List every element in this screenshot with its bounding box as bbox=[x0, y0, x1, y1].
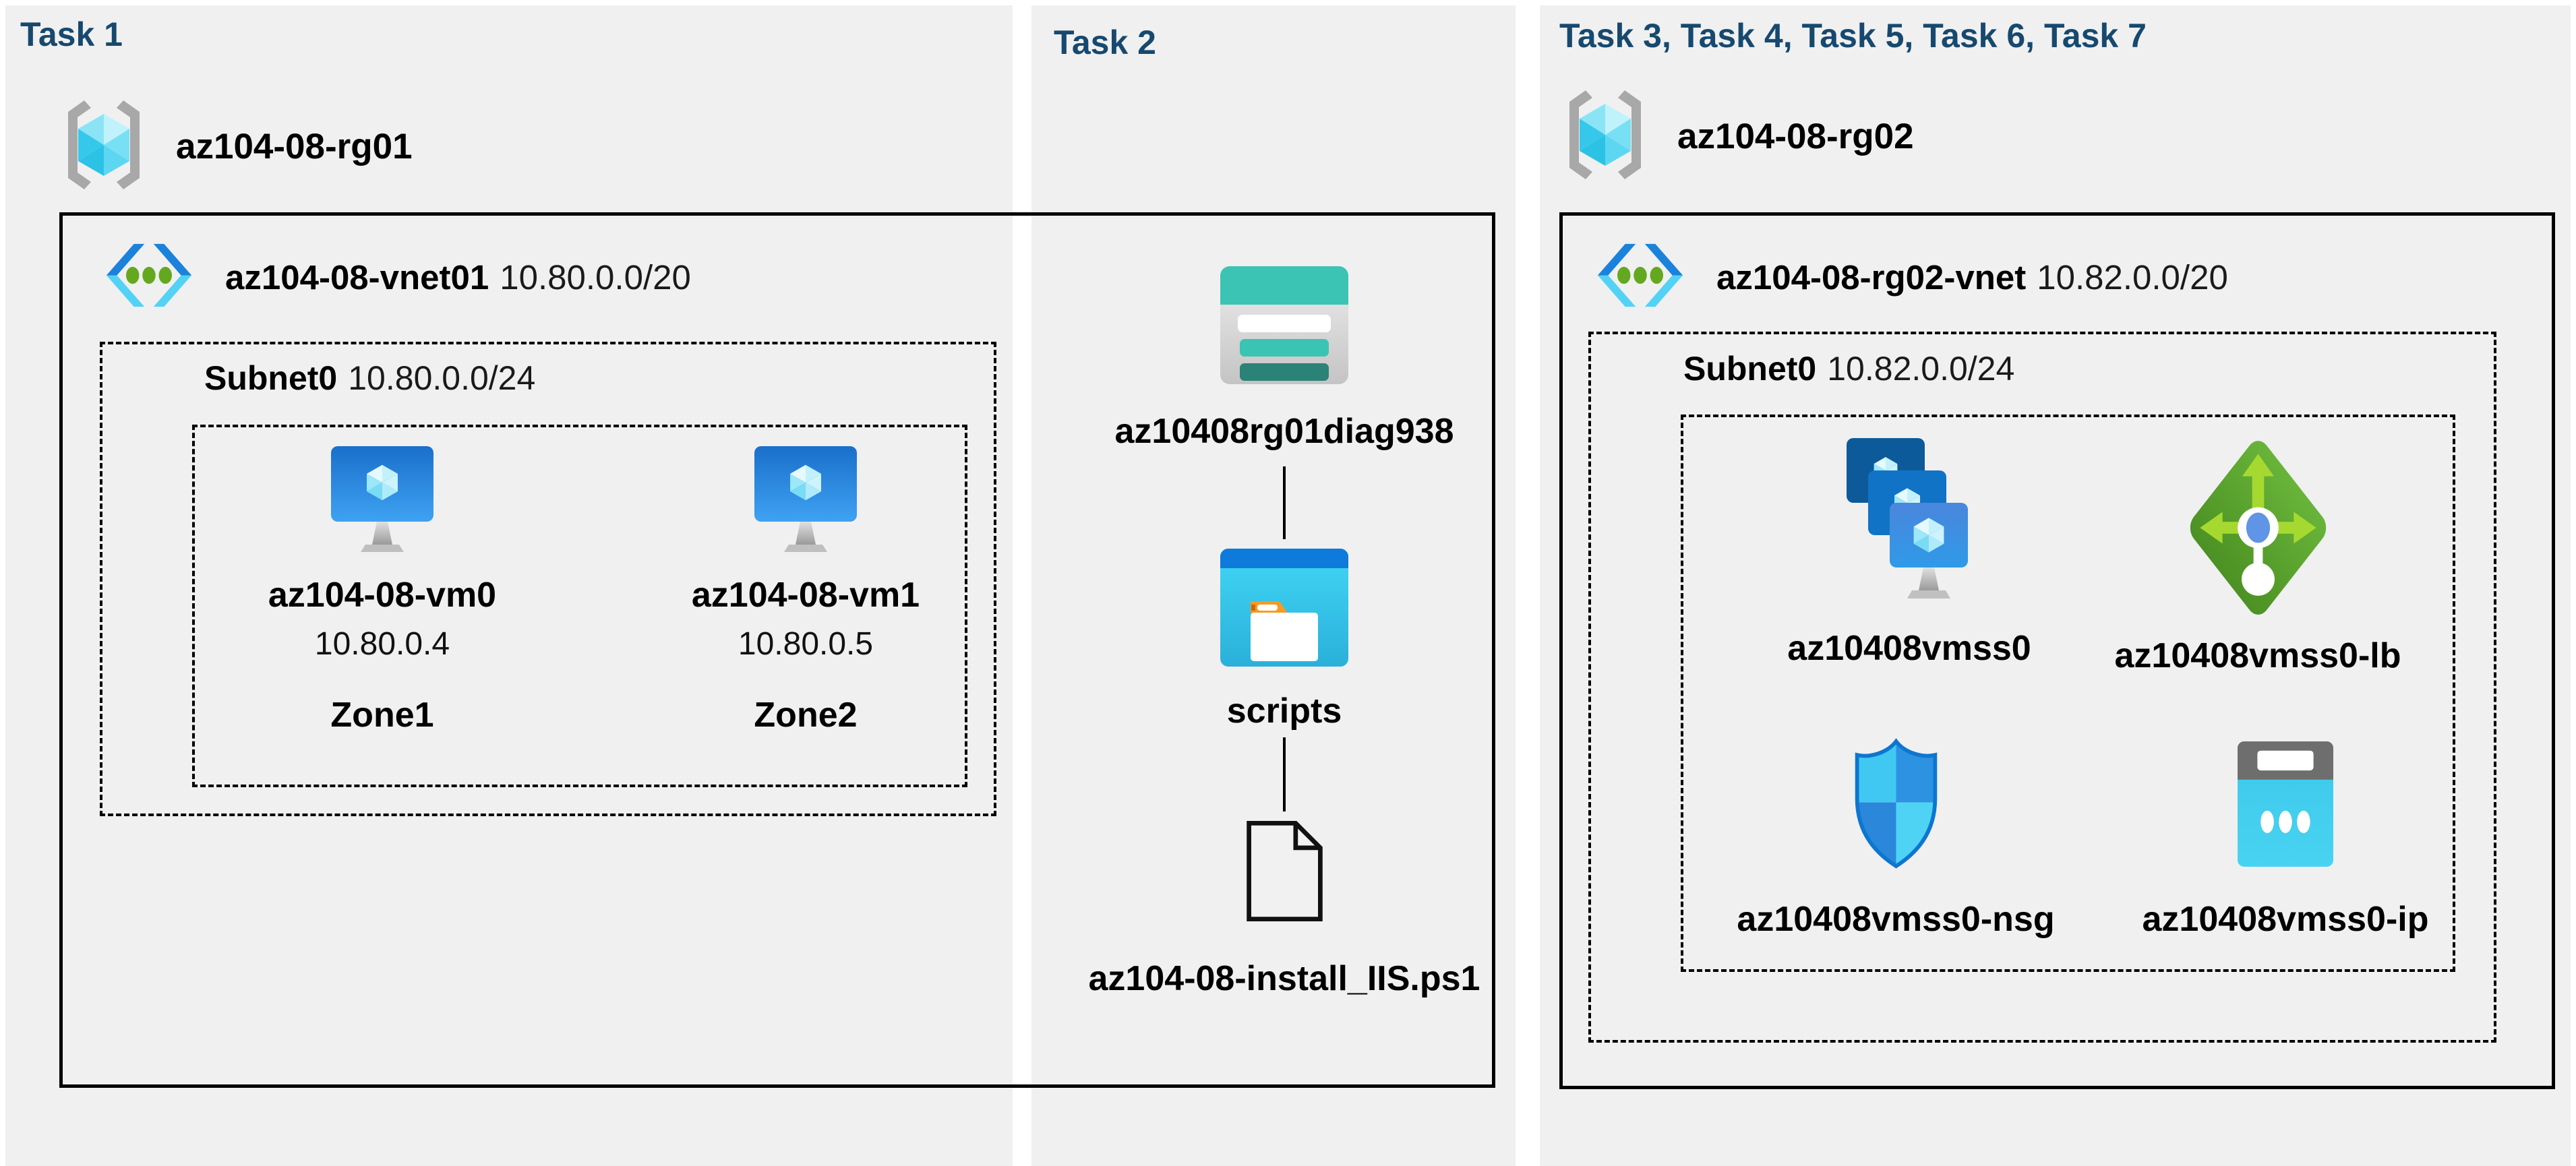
vnet-cidr: 10.82.0.0/20 bbox=[2037, 257, 2228, 297]
vmss-block: az10408vmss0 bbox=[1761, 437, 2058, 669]
resource-group-rg02: az104-08-rg02 bbox=[1561, 88, 1914, 185]
resource-group-icon bbox=[60, 98, 148, 195]
vnet-name: az104-08-rg02-vnet bbox=[1716, 257, 2027, 297]
vm-zone: Zone2 bbox=[754, 695, 858, 735]
subnet0-label-task3: Subnet0 10.82.0.0/24 bbox=[1683, 349, 2014, 388]
vm-ip: 10.80.0.5 bbox=[738, 625, 874, 662]
vmss-group-box bbox=[1681, 415, 2455, 972]
public-ip-icon bbox=[2238, 741, 2333, 870]
load-balancer-icon bbox=[2179, 433, 2337, 627]
connector-storage-to-container bbox=[1283, 466, 1286, 539]
nsg-block: az10408vmss0-nsg bbox=[1737, 738, 2055, 940]
task2-title: Task 2 bbox=[1054, 24, 1156, 61]
script-file-block: az104-08-install_IIS.ps1 bbox=[1089, 819, 1480, 1000]
script-file-icon bbox=[1242, 819, 1327, 927]
vm-name: az104-08-vm0 bbox=[268, 576, 497, 615]
vmss-name: az10408vmss0 bbox=[1787, 629, 2031, 668]
vm-ip: 10.80.0.4 bbox=[314, 625, 450, 662]
subnet0-label-task1: Subnet0 10.80.0.0/24 bbox=[204, 359, 535, 398]
load-balancer-block: az10408vmss0-lb bbox=[2109, 433, 2406, 677]
vm-zone: Zone1 bbox=[330, 695, 434, 735]
storage-account-icon bbox=[1220, 266, 1348, 388]
connector-container-to-file bbox=[1283, 737, 1286, 811]
task1-title: Task 1 bbox=[20, 16, 123, 53]
blob-container-icon bbox=[1220, 549, 1348, 670]
vm-scale-set-icon bbox=[1845, 437, 1973, 609]
storage-account-name: az10408rg01diag938 bbox=[1114, 412, 1454, 451]
subnet0-box-task3 bbox=[1588, 332, 2496, 1043]
public-ip-name: az10408vmss0-ip bbox=[2142, 900, 2429, 939]
nsg-name: az10408vmss0-nsg bbox=[1737, 900, 2055, 939]
subnet-name: Subnet0 bbox=[204, 359, 338, 397]
vm0-block: az104-08-vm0 10.80.0.4 Zone1 bbox=[254, 443, 510, 735]
virtual-machine-icon bbox=[328, 443, 436, 558]
vnet-name: az104-08-vnet01 bbox=[225, 257, 489, 297]
vm-group-box bbox=[192, 425, 967, 787]
vnet01-boundary-box bbox=[59, 212, 1495, 1088]
container-name: scripts bbox=[1226, 692, 1342, 731]
subnet0-box-task1 bbox=[100, 342, 996, 816]
virtual-machine-icon bbox=[752, 443, 860, 558]
resource-group-icon bbox=[1561, 88, 1649, 185]
load-balancer-name: az10408vmss0-lb bbox=[2114, 636, 2401, 675]
subnet-name: Subnet0 bbox=[1683, 350, 1817, 388]
rg02-vnet-boundary-box bbox=[1559, 212, 2555, 1089]
script-file-name: az104-08-install_IIS.ps1 bbox=[1088, 959, 1480, 998]
resource-group-rg01: az104-08-rg01 bbox=[60, 98, 413, 195]
vnet-label: az104-08-vnet01 10.80.0.0/20 bbox=[225, 257, 691, 297]
public-ip-block: az10408vmss0-ip bbox=[2137, 741, 2434, 940]
task1-panel bbox=[5, 5, 1013, 1166]
task3-title: Task 3, Task 4, Task 5, Task 6, Task 7 bbox=[1559, 17, 2147, 55]
subnet-cidr: 10.80.0.0/24 bbox=[348, 359, 536, 397]
blob-container-block: scripts bbox=[1116, 549, 1453, 732]
storage-account-block: az10408rg01diag938 bbox=[1114, 266, 1454, 452]
resource-group-name: az104-08-rg02 bbox=[1677, 117, 1914, 156]
vnet-cidr: 10.80.0.0/20 bbox=[500, 257, 691, 297]
subnet-cidr: 10.82.0.0/24 bbox=[1827, 350, 2015, 388]
virtual-network-icon bbox=[1591, 241, 1689, 313]
vnet01-header: az104-08-vnet01 10.80.0.0/20 bbox=[100, 241, 691, 313]
task3-panel bbox=[1540, 5, 2571, 1166]
resource-group-name: az104-08-rg01 bbox=[176, 127, 413, 166]
network-security-group-icon bbox=[1851, 738, 1942, 873]
virtual-network-icon bbox=[100, 241, 198, 313]
vm-name: az104-08-vm1 bbox=[691, 576, 920, 615]
vm1-block: az104-08-vm1 10.80.0.5 Zone2 bbox=[678, 443, 934, 735]
